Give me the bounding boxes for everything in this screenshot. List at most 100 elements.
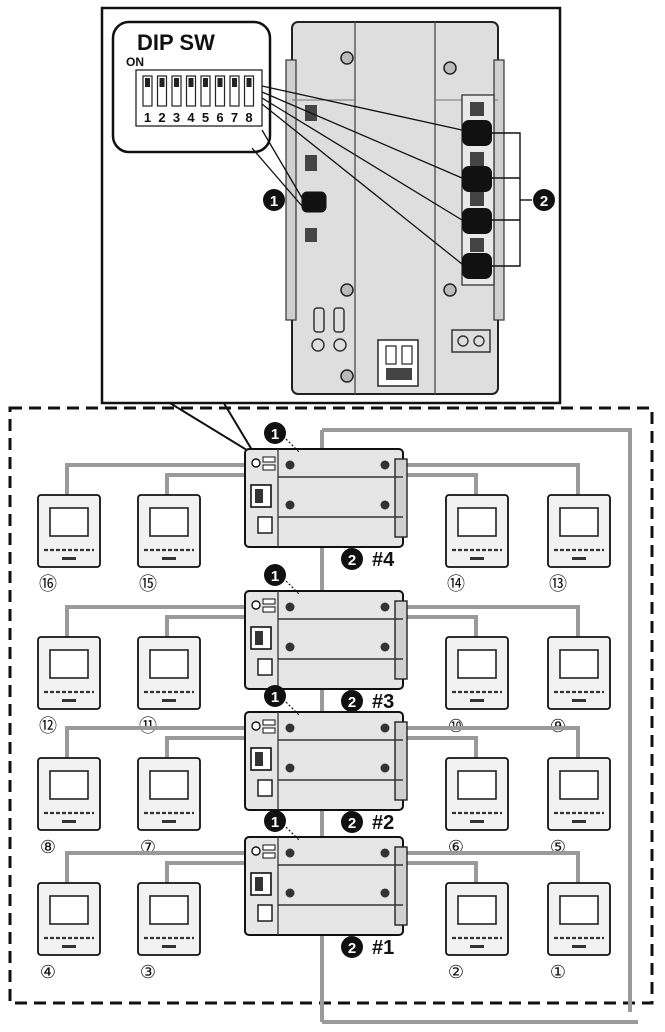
dip-position-label-1: 1	[144, 110, 151, 125]
wire-outer-right	[395, 605, 580, 637]
monitor-screen	[149, 895, 189, 925]
dip-position-label-6: 6	[216, 110, 223, 125]
dip-position-label-4: 4	[187, 110, 195, 125]
svg-text:1: 1	[271, 814, 279, 831]
module-port	[262, 598, 276, 605]
dip-switch-on-label: ON	[126, 55, 144, 69]
svg-text:2: 2	[348, 552, 356, 569]
svg-text:2: 2	[348, 815, 356, 832]
module-side-rail	[394, 721, 408, 801]
module-connector-pin	[255, 631, 263, 645]
dip-lever-knob-6	[217, 78, 223, 87]
marker-2-badge: 2	[341, 811, 363, 833]
module-led	[251, 600, 261, 610]
marker-1-leader	[285, 826, 301, 842]
monitor-screen	[149, 770, 189, 800]
monitor-station: ⑧	[37, 757, 101, 858]
module-terminal	[257, 516, 273, 534]
module-side-rail	[394, 600, 408, 680]
module-screw	[380, 723, 390, 733]
dip-lever-knob-3	[174, 78, 179, 87]
wire-outer-right	[395, 463, 580, 495]
module-port	[262, 727, 276, 734]
module-connector-pin	[255, 489, 263, 503]
monitor-speaker	[572, 699, 586, 702]
module-screw	[285, 723, 295, 733]
wire-inner-right	[395, 473, 478, 495]
monitor-speaker	[162, 820, 176, 823]
monitor-station: ⑤	[547, 757, 611, 858]
distribution-module	[244, 590, 408, 690]
module-screw	[380, 642, 390, 652]
marker-1-badge: 1	[263, 189, 285, 211]
dip-levers	[142, 75, 255, 107]
module-screw	[380, 460, 390, 470]
dip-position-label-8: 8	[245, 110, 252, 125]
monitor-screen	[457, 507, 497, 537]
dip-lever-5	[200, 75, 211, 107]
module-screw	[285, 602, 295, 612]
module-side-rail	[394, 458, 408, 538]
monitor-screen	[49, 507, 89, 537]
dip-switch-title: DIP SW	[137, 30, 215, 55]
monitor-station: ④	[37, 882, 101, 983]
module-screw	[380, 602, 390, 612]
monitor-screen	[559, 770, 599, 800]
distribution-module	[244, 836, 408, 936]
module-led	[251, 846, 261, 856]
monitor-screen	[49, 895, 89, 925]
monitor-number-label: ④	[40, 962, 56, 983]
module-screw	[380, 848, 390, 858]
dip-lever-3	[171, 75, 182, 107]
monitor-speaker	[162, 557, 176, 560]
monitor-speaker	[572, 820, 586, 823]
module-terminal	[257, 904, 273, 922]
dip-lever-7	[229, 75, 240, 107]
marker-1-leader	[285, 701, 301, 717]
monitor-station: ⑪	[137, 636, 201, 737]
wire-outer-left	[65, 605, 245, 637]
marker-1-badge: 1	[264, 422, 286, 444]
svg-text:1: 1	[271, 568, 279, 585]
module-screw	[380, 763, 390, 773]
module-screw	[380, 888, 390, 898]
marker-2-badge: 2	[533, 189, 555, 211]
wire-inner-right	[395, 615, 478, 637]
dip-lever-4	[185, 75, 197, 107]
monitor-screen	[457, 895, 497, 925]
dip-position-label-2: 2	[158, 110, 165, 125]
module-port	[262, 456, 276, 463]
module-port	[262, 464, 276, 471]
module-screw	[380, 500, 390, 510]
dip-position-label-7: 7	[231, 110, 238, 125]
svg-text:1: 1	[271, 426, 279, 443]
module-side-rail	[394, 846, 408, 926]
monitor-speaker	[572, 945, 586, 948]
monitor-station: ⑬	[547, 494, 611, 595]
svg-text:2: 2	[540, 193, 548, 210]
monitor-screen	[49, 649, 89, 679]
module-connector-pin	[255, 877, 263, 891]
marker-2-badge: 2	[341, 548, 363, 570]
svg-text:2: 2	[348, 940, 356, 957]
marker-2-badge: 2	[341, 936, 363, 958]
monitor-number-label: ⑧	[40, 837, 56, 858]
module-terminal	[257, 658, 273, 676]
marker-1-leader	[285, 438, 301, 454]
module-id-label: #2	[372, 812, 394, 834]
module-screw	[285, 642, 295, 652]
monitor-number-label: ③	[140, 962, 156, 983]
module-id-label: #4	[372, 549, 395, 571]
monitor-station: ⑦	[137, 757, 201, 858]
svg-text:2: 2	[348, 694, 356, 711]
monitor-speaker	[470, 699, 484, 702]
module-port	[262, 844, 276, 851]
